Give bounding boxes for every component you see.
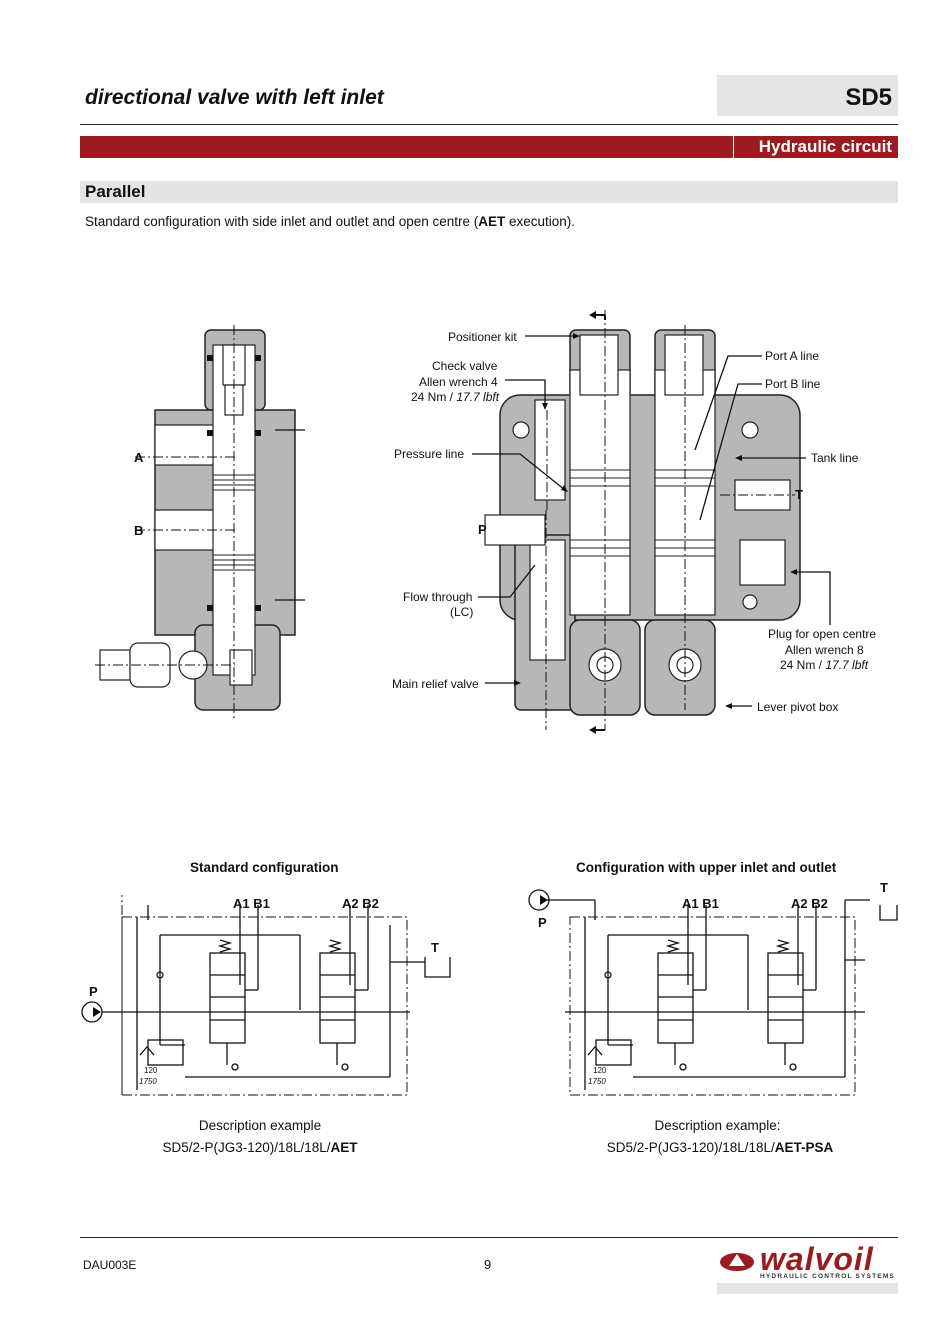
walvoil-emblem-icon xyxy=(720,1253,754,1271)
left-port-a1b1: A1 B1 xyxy=(233,896,270,911)
plug-wrench-label: Allen wrench 8 xyxy=(785,643,864,657)
right-relief-setting-2: 1750 xyxy=(588,1077,606,1086)
document-code: DAU003E xyxy=(83,1258,137,1272)
logo-grey-strip xyxy=(717,1283,898,1294)
section-label-box xyxy=(733,136,897,158)
left-port-t: T xyxy=(431,940,439,955)
left-port-p: P xyxy=(89,984,98,999)
valve-front-section-drawing xyxy=(484,310,801,734)
header-code-panel xyxy=(717,75,898,116)
walvoil-logo-wordmark: walvoil xyxy=(760,1241,874,1277)
left-relief-setting-1: 120 xyxy=(144,1066,158,1075)
check-valve-wrench-label: Allen wrench 4 xyxy=(419,375,498,389)
check-valve-label: Check valve xyxy=(432,359,498,373)
upper-inlet-config-title: Configuration with upper inlet and outle… xyxy=(576,860,837,875)
upper-inlet-config-schematic xyxy=(528,889,898,1096)
flow-through-lc-label: (LC) xyxy=(450,605,474,619)
product-code: SD5 xyxy=(845,84,892,111)
page-title: directional valve with left inlet xyxy=(85,86,384,109)
section-bar xyxy=(80,136,898,158)
standard-config-schematic xyxy=(81,895,451,1096)
valve-side-section-drawing xyxy=(95,325,305,720)
main-relief-valve-label: Main relief valve xyxy=(392,677,479,691)
right-port-p: P xyxy=(538,915,547,930)
right-port-t: T xyxy=(880,880,888,895)
pressure-line-label: Pressure line xyxy=(394,447,465,461)
page-number: 9 xyxy=(484,1257,492,1272)
footer-divider xyxy=(80,1237,898,1238)
port-a-line-label: Port A line xyxy=(765,349,820,363)
port-b-label: B xyxy=(134,523,144,538)
header-divider xyxy=(80,124,898,125)
section-label: Hydraulic circuit xyxy=(758,137,892,156)
standard-config-title: Standard configuration xyxy=(190,860,339,875)
flow-through-label: Flow through xyxy=(403,590,473,604)
left-port-a2b2: A2 B2 xyxy=(342,896,379,911)
left-caption-line1: Description example xyxy=(198,1118,322,1133)
port-b-line-label: Port B line xyxy=(765,377,821,391)
lever-pivot-box-label: Lever pivot box xyxy=(757,700,839,714)
right-relief-setting-1: 120 xyxy=(593,1066,607,1075)
right-port-a2b2: A2 B2 xyxy=(791,896,828,911)
positioner-kit-label: Positioner kit xyxy=(448,330,517,344)
subsection-bar xyxy=(80,181,898,203)
plug-open-centre-label: Plug for open centre xyxy=(768,627,877,641)
left-caption-line2: SD5/2-P(JG3-120)/18L/18L/AET xyxy=(162,1140,358,1155)
subsection-title: Parallel xyxy=(85,182,146,201)
port-p-label: P xyxy=(478,522,487,537)
port-a-label: A xyxy=(134,450,144,465)
check-valve-torque-label: 24 Nm / 17.7 lbft xyxy=(411,390,500,404)
left-relief-setting-2: 1750 xyxy=(139,1077,157,1086)
right-port-a1b1: A1 B1 xyxy=(682,896,719,911)
port-t-label: T xyxy=(795,487,803,502)
walvoil-logo-tagline: HYDRAULIC CONTROL SYSTEMS xyxy=(760,1273,895,1280)
tank-line-label: Tank line xyxy=(811,451,859,465)
right-caption-line2: SD5/2-P(JG3-120)/18L/18L/AET-PSA xyxy=(606,1140,834,1155)
intro-text: Standard configuration with side inlet a… xyxy=(85,214,576,229)
plug-torque-label: 24 Nm / 17.7 lbft xyxy=(780,658,869,672)
right-caption-line1: Description example: xyxy=(654,1118,781,1133)
